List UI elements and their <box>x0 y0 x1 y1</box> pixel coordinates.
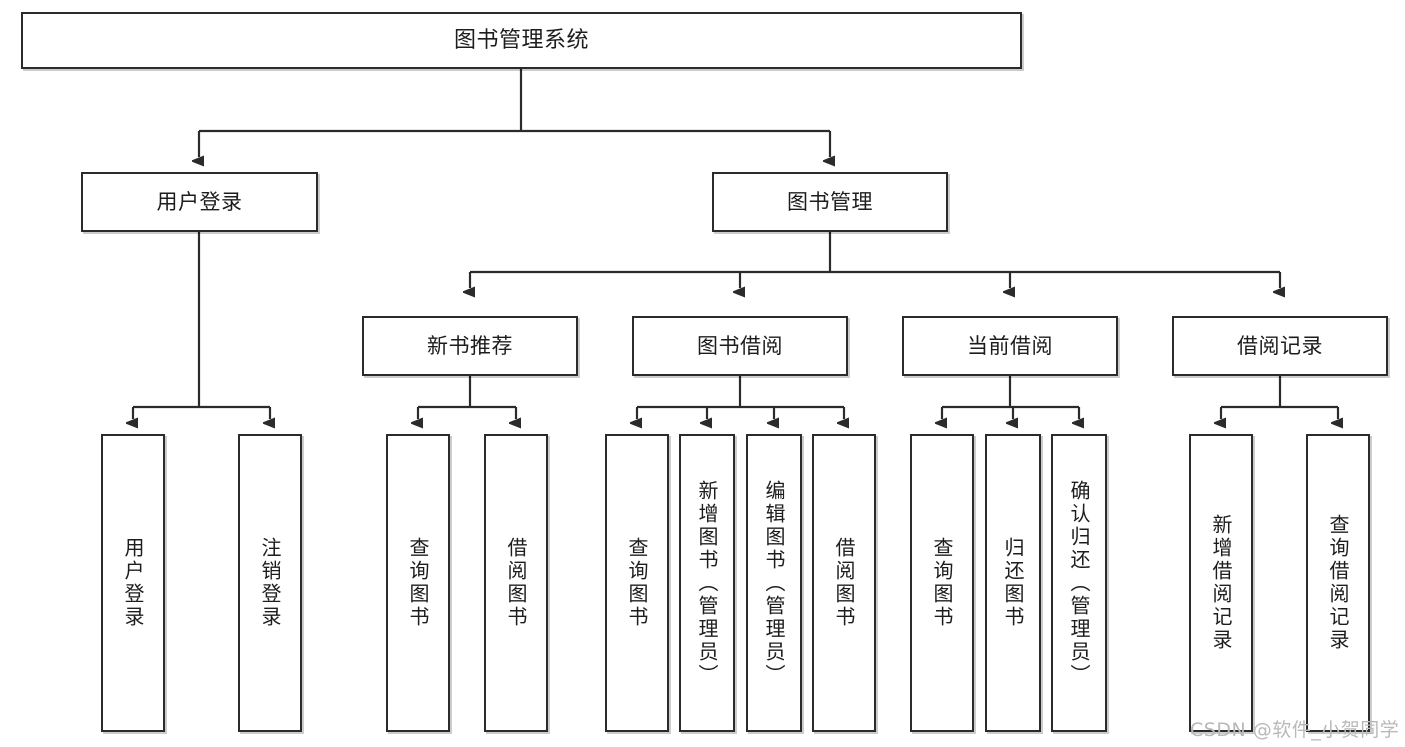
leaf-query-book-borrow-label: 查询图书 <box>625 537 649 629</box>
leaf-return-book-label: 归还图书 <box>1001 537 1025 629</box>
node-current-borrow-label: 当前借阅 <box>967 333 1053 358</box>
leaf-add-book-admin-label: 新增图书（管理员） <box>695 479 719 687</box>
leaf-borrow-book-label: 借阅图书 <box>832 537 856 629</box>
node-book-management[interactable]: 图书管理 <box>712 172 948 232</box>
leaf-add-borrow-record[interactable]: 新增借阅记录 <box>1189 434 1253 732</box>
node-current-borrow[interactable]: 当前借阅 <box>902 316 1118 376</box>
leaf-confirm-return-admin-label: 确认归还（管理员） <box>1067 479 1091 687</box>
leaf-add-book-admin[interactable]: 新增图书（管理员） <box>679 434 735 732</box>
leaf-query-book-current[interactable]: 查询图书 <box>910 434 974 732</box>
leaf-query-borrow-record-label: 查询借阅记录 <box>1326 514 1350 652</box>
leaf-edit-book-admin[interactable]: 编辑图书（管理员） <box>746 434 802 732</box>
node-borrow-record-label: 借阅记录 <box>1237 333 1323 358</box>
leaf-borrow-book[interactable]: 借阅图书 <box>812 434 876 732</box>
leaf-query-book-borrow[interactable]: 查询图书 <box>605 434 669 732</box>
leaf-borrow-book-recommend-label: 借阅图书 <box>504 537 528 629</box>
node-book-management-label: 图书管理 <box>787 189 873 214</box>
leaf-edit-book-admin-label: 编辑图书（管理员） <box>762 479 786 687</box>
node-new-book-recommend[interactable]: 新书推荐 <box>362 316 578 376</box>
node-book-borrow[interactable]: 图书借阅 <box>632 316 848 376</box>
node-root[interactable]: 图书管理系统 <box>21 12 1022 69</box>
node-new-book-recommend-label: 新书推荐 <box>427 333 513 358</box>
node-root-label: 图书管理系统 <box>453 27 589 53</box>
leaf-query-borrow-record[interactable]: 查询借阅记录 <box>1306 434 1370 732</box>
leaf-user-login-label: 用户登录 <box>121 537 145 629</box>
leaf-borrow-book-recommend[interactable]: 借阅图书 <box>484 434 548 732</box>
leaf-query-book-recommend-label: 查询图书 <box>406 537 430 629</box>
node-user-login[interactable]: 用户登录 <box>81 172 318 232</box>
node-user-login-label: 用户登录 <box>156 189 243 214</box>
leaf-user-login[interactable]: 用户登录 <box>101 434 165 732</box>
leaf-logout[interactable]: 注销登录 <box>238 434 302 732</box>
leaf-logout-label: 注销登录 <box>258 537 282 629</box>
node-book-borrow-label: 图书借阅 <box>697 333 783 358</box>
csdn-watermark: CSDN @软件_小贺同学 <box>1190 719 1400 741</box>
node-borrow-record[interactable]: 借阅记录 <box>1172 316 1388 376</box>
leaf-query-book-current-label: 查询图书 <box>930 537 954 629</box>
leaf-confirm-return-admin[interactable]: 确认归还（管理员） <box>1051 434 1107 732</box>
leaf-add-borrow-record-label: 新增借阅记录 <box>1209 514 1233 652</box>
leaf-query-book-recommend[interactable]: 查询图书 <box>386 434 450 732</box>
leaf-return-book[interactable]: 归还图书 <box>985 434 1041 732</box>
